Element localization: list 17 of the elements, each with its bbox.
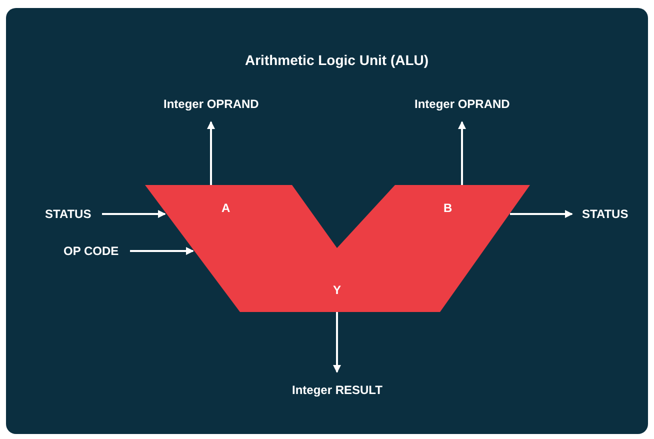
arrow <box>510 210 573 218</box>
signal-label: Integer OPRAND <box>164 97 259 111</box>
signal-label: STATUS <box>582 207 628 221</box>
port-label: Y <box>333 283 342 297</box>
signal-label: STATUS <box>45 207 92 221</box>
port-label: B <box>444 201 452 215</box>
arrow <box>102 210 166 218</box>
arrow <box>130 247 194 255</box>
arrow <box>207 121 215 185</box>
diagram-title: Arithmetic Logic Unit (ALU) <box>245 53 429 67</box>
alu-shape <box>145 185 530 312</box>
arrow <box>333 312 341 373</box>
arrow <box>458 121 466 185</box>
signal-label: OP CODE <box>64 244 119 258</box>
signal-label: Integer RESULT <box>292 383 382 397</box>
signal-label: Integer OPRAND <box>414 97 510 111</box>
port-label: A <box>222 201 230 215</box>
